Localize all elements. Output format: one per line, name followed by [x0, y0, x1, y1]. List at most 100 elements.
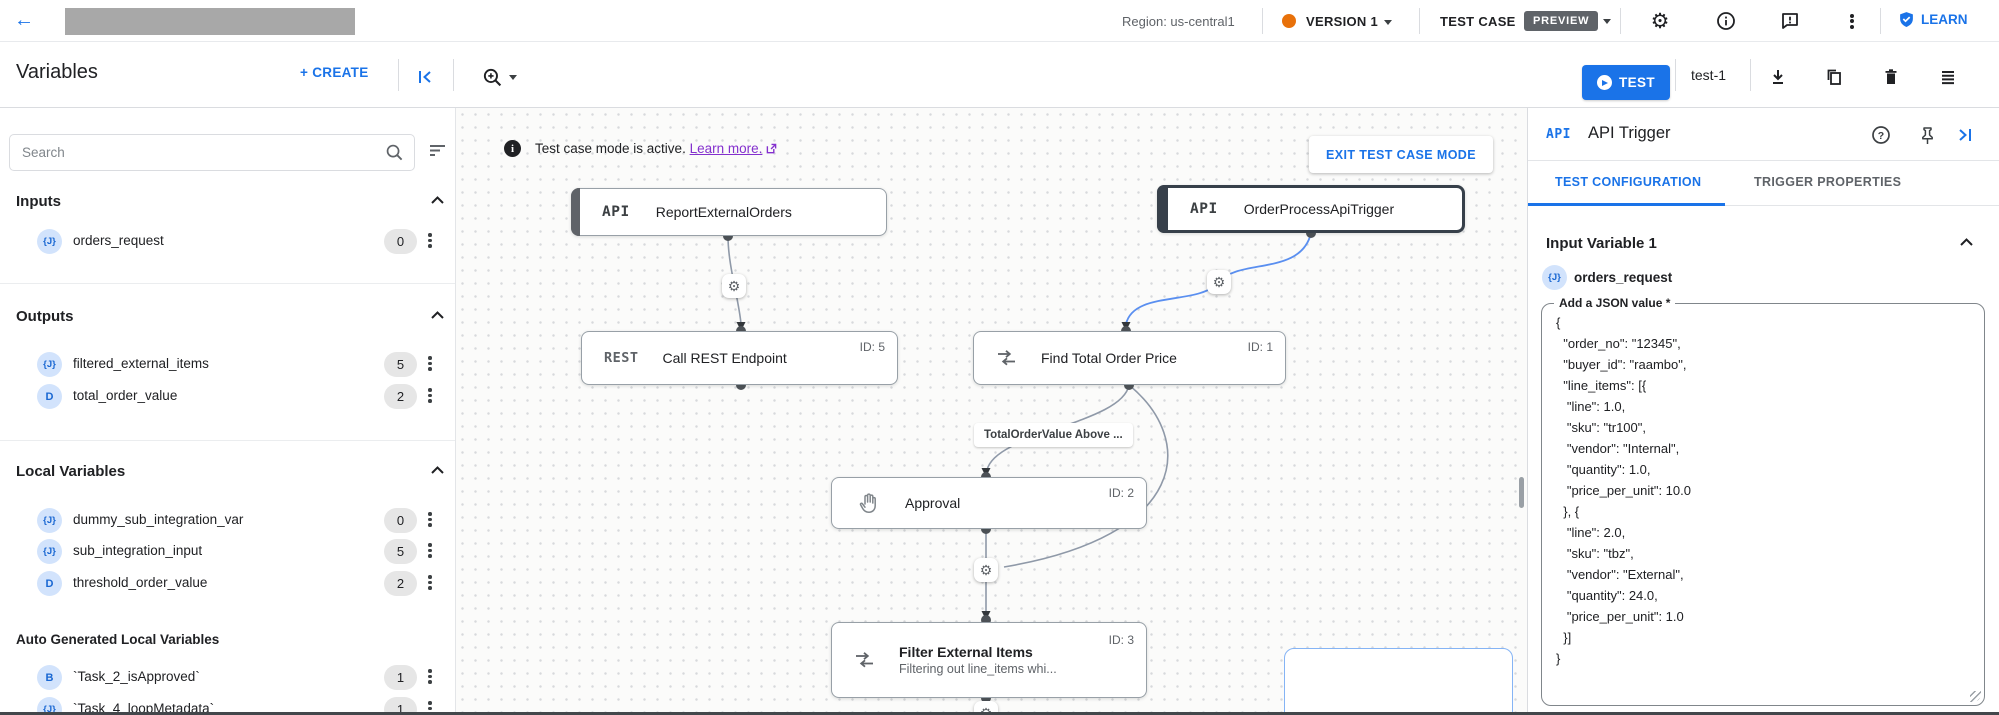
usage-count-badge: 2 [384, 571, 417, 596]
resize-handle-icon[interactable] [1970, 691, 1981, 702]
search-box [9, 134, 415, 171]
learn-shield-icon [1900, 12, 1913, 27]
divider [1620, 8, 1621, 34]
row-kebab-icon[interactable] [428, 667, 432, 686]
tab-test-configuration[interactable]: TEST CONFIGURATION [1555, 175, 1702, 189]
tab-trigger-properties[interactable]: TRIGGER PROPERTIES [1754, 175, 1902, 189]
row-kebab-icon[interactable] [428, 573, 432, 592]
json-type-icon: {J} [37, 352, 62, 377]
row-kebab-icon[interactable] [428, 510, 432, 529]
filter-sort-icon[interactable] [428, 142, 447, 158]
variables-panel-title: Variables [16, 61, 98, 83]
json-type-icon: {J} [37, 697, 62, 715]
canvas-scrollbar-thumb[interactable] [1519, 477, 1524, 508]
node-approval[interactable]: Approval ID: 2 [831, 477, 1147, 529]
variable-row[interactable]: B `Task_2_isApproved` 1 [0, 662, 455, 693]
learn-more-link[interactable]: Learn more. [690, 141, 778, 156]
info-icon: i [504, 140, 521, 157]
node-filter-external-items[interactable]: Filter External Items Filtering out line… [831, 622, 1147, 698]
divider [0, 440, 455, 441]
version-status-dot [1282, 14, 1296, 28]
divider [453, 59, 454, 91]
usage-count-badge: 1 [384, 665, 417, 690]
node-order-process-api-trigger[interactable]: API OrderProcessApiTrigger [1157, 185, 1465, 233]
approval-hand-icon [857, 491, 879, 515]
collapse-panel-left-icon[interactable] [411, 63, 439, 91]
collapse-section-icon[interactable] [431, 311, 444, 319]
node-find-total-order-price[interactable]: Find Total Order Price ID: 1 [973, 331, 1286, 385]
row-kebab-icon[interactable] [428, 386, 432, 405]
test-case-name[interactable]: test-1 [1691, 67, 1727, 83]
download-icon[interactable] [1764, 63, 1792, 91]
back-arrow-icon[interactable]: ← [14, 9, 34, 31]
collapse-section-icon[interactable] [431, 466, 444, 474]
feedback-icon[interactable] [1778, 9, 1802, 33]
selection-box[interactable] [1284, 648, 1513, 715]
variable-row[interactable]: {J} sub_integration_input 5 [0, 536, 455, 567]
preview-badge[interactable]: PREVIEW [1524, 11, 1599, 31]
variable-row[interactable]: {J} dummy_sub_integration_var 0 [0, 505, 455, 536]
settings-gear-icon[interactable]: ⚙ [1650, 9, 1670, 33]
exit-test-case-mode-button[interactable]: EXIT TEST CASE MODE [1309, 136, 1493, 173]
row-kebab-icon[interactable] [428, 231, 432, 250]
variable-row[interactable]: {J} orders_request 0 [0, 226, 455, 257]
edge-gear-icon[interactable]: ⚙ [974, 701, 998, 715]
edge-condition-label[interactable]: TotalOrderValue Above ... [974, 423, 1133, 447]
panel-tabs: TEST CONFIGURATION TRIGGER PROPERTIES [1528, 161, 1999, 206]
integration-title-redacted [65, 8, 355, 35]
json-value-textarea[interactable]: { "order_no": "12345", "buyer_id": "raam… [1541, 303, 1985, 706]
divider [1419, 8, 1420, 34]
edge-gear-icon[interactable]: ⚙ [722, 274, 746, 298]
json-field-label: Add a JSON value * [1554, 296, 1676, 310]
row-kebab-icon[interactable] [428, 541, 432, 560]
chevron-down-icon[interactable] [1603, 19, 1611, 24]
zoom-control-dropdown[interactable] [476, 63, 522, 91]
copy-icon[interactable] [1820, 63, 1848, 91]
divider [0, 283, 455, 284]
view-list-icon[interactable] [1934, 63, 1962, 91]
version-selector[interactable]: VERSION 1 [1306, 14, 1393, 29]
row-kebab-icon[interactable] [428, 354, 432, 373]
collapse-section-icon[interactable] [1960, 238, 1973, 246]
variables-sidebar: Inputs {J} orders_request 0 Outputs {J} … [0, 108, 456, 715]
json-value-content[interactable]: { "order_no": "12345", "buyer_id": "raam… [1556, 315, 1691, 666]
node-call-rest-endpoint[interactable]: REST Call REST Endpoint ID: 5 [581, 331, 898, 385]
node-id: ID: 2 [1108, 486, 1134, 500]
variable-row[interactable]: D threshold_order_value 2 [0, 568, 455, 599]
collapse-panel-right-icon[interactable] [1953, 123, 1977, 147]
search-icon[interactable] [385, 143, 404, 162]
search-input[interactable] [22, 135, 372, 170]
panel-header: API API Trigger ? [1528, 108, 1999, 161]
panel-title: API Trigger [1588, 124, 1671, 142]
variable-row[interactable]: {J} filtered_external_items 5 [0, 349, 455, 380]
double-type-icon: D [37, 384, 62, 409]
json-type-icon: {J} [37, 229, 62, 254]
edge-gear-icon[interactable]: ⚙ [974, 558, 998, 582]
variable-row[interactable]: D total_order_value 2 [0, 381, 455, 412]
banner-message: Test case mode is active. [535, 141, 686, 156]
collapse-section-icon[interactable] [431, 196, 444, 204]
test-button[interactable]: TEST [1582, 65, 1670, 100]
usage-count-badge: 2 [384, 384, 417, 409]
boolean-type-icon: B [37, 665, 62, 690]
info-icon[interactable] [1714, 9, 1738, 33]
create-variable-button[interactable]: + CREATE [300, 65, 369, 80]
more-options-kebab-icon[interactable] [1840, 9, 1864, 33]
input-variable-section-title: Input Variable 1 [1546, 235, 1657, 252]
api-trigger-logo: API [1190, 201, 1218, 217]
variable-row[interactable]: {J} `Task_4_loopMetadata` 1 [0, 694, 455, 715]
double-type-icon: D [37, 571, 62, 596]
chevron-down-icon [508, 74, 517, 80]
top-app-bar: ← Region: us-central1 VERSION 1 TEST CAS… [0, 0, 1999, 42]
learn-button[interactable]: LEARN [1898, 11, 1968, 28]
section-header-auto-generated: Auto Generated Local Variables [16, 632, 220, 647]
pin-icon[interactable] [1915, 123, 1939, 147]
integration-canvas[interactable]: i Test case mode is active. Learn more. … [456, 108, 1527, 715]
help-icon[interactable]: ? [1869, 123, 1893, 147]
svg-text:?: ? [1878, 130, 1884, 142]
delete-trash-icon[interactable] [1877, 63, 1905, 91]
divider [1750, 59, 1751, 91]
node-report-external-orders[interactable]: API ReportExternalOrders [571, 188, 887, 236]
edge-gear-icon[interactable]: ⚙ [1207, 270, 1231, 294]
data-mapping-icon [996, 349, 1017, 367]
